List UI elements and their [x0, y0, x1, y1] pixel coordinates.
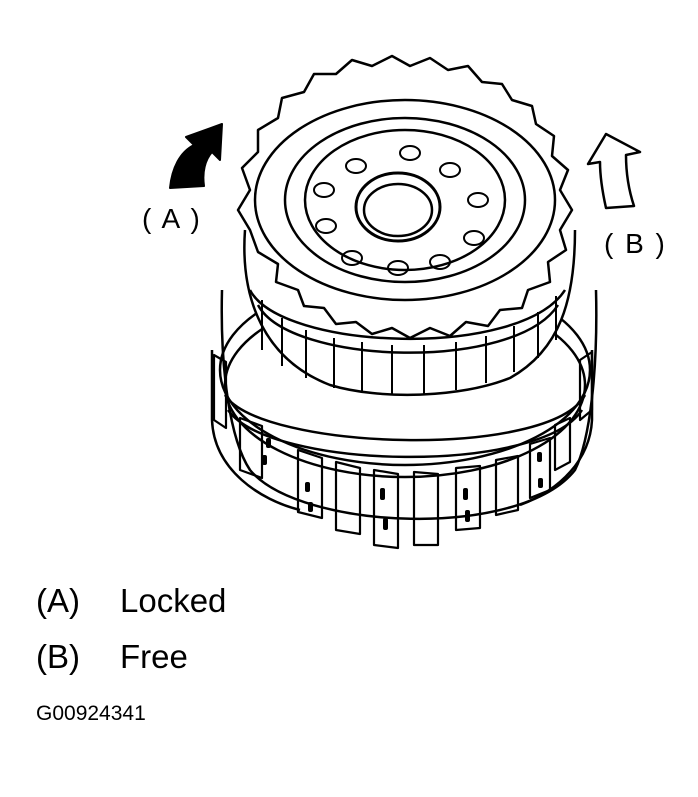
legend-key-b: (B)	[36, 638, 80, 675]
legend-text-b: Free	[120, 638, 188, 675]
callout-a: ( A )	[142, 203, 202, 234]
legend-key-a: (A)	[36, 582, 80, 619]
splined-hub	[236, 54, 577, 397]
legend-text-a: Locked	[120, 582, 227, 619]
arrow-a-locked-icon	[169, 123, 223, 189]
legend-row-b: (B) Free	[36, 638, 188, 676]
callout-b: ( B )	[604, 228, 667, 259]
arrow-b-free-icon	[586, 132, 642, 210]
legend-row-a: (A) Locked	[36, 582, 226, 620]
clutch-drum-illustration	[169, 54, 642, 550]
figure-id: G00924341	[36, 702, 146, 725]
